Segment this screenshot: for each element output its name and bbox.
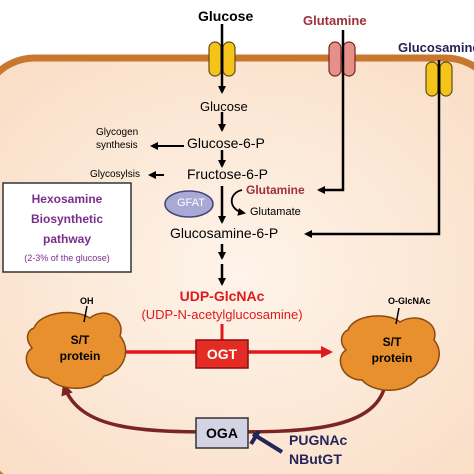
- hbp-title-line1: Hexosamine: [31, 192, 103, 206]
- oh-bond: [83, 305, 88, 323]
- gfat-enzyme: [164, 190, 214, 218]
- protein-right-shape: [339, 315, 440, 391]
- ogt-label: OGT: [206, 346, 238, 362]
- protein-left-mod: OH: [80, 296, 94, 306]
- glucose-transporter: [208, 41, 236, 77]
- glutamine-input-label: Glutamine: [303, 13, 367, 28]
- glucosamine-6p-label: Glucosamine-6-P: [170, 225, 279, 241]
- protein-left-line1: S/T: [70, 333, 90, 347]
- udp-glcnac-subtitle: (UDP-N-acetylglucosamine): [141, 307, 303, 322]
- glucosamine-input-label: Glucosamine: [398, 40, 474, 55]
- glutamine-uptake-arrow: [317, 30, 345, 194]
- glycogen-label-line1: Glycogen: [96, 127, 139, 138]
- oga-enzyme: [195, 417, 249, 449]
- protein-left-shape: [25, 311, 127, 389]
- protein-right-line2: protein: [371, 351, 413, 365]
- inhibition-bar: [249, 429, 261, 446]
- glutamine-glutamate-curve: [230, 189, 246, 216]
- hbp-title-line3: pathway: [42, 232, 91, 246]
- hbp-title-line2: Biosynthetic: [30, 212, 103, 226]
- gfat-label: GFAT: [177, 197, 205, 209]
- hbp-note: (2-3% of the glucose): [24, 253, 110, 263]
- glucosamine-uptake-arrow: [304, 60, 441, 238]
- glucosamine-transporter: [425, 61, 453, 97]
- protein-left-line2: protein: [59, 349, 101, 363]
- udp-glcnac-title: UDP-GlcNAc: [179, 288, 265, 304]
- oglcnac-bond: [395, 307, 400, 325]
- protein-right-mod: O-GlcNAc: [388, 296, 431, 306]
- glycogen-label-line2: synthesis: [96, 140, 138, 151]
- ogt-enzyme: [195, 339, 249, 369]
- oga-label: OGA: [206, 425, 238, 441]
- pugnac-label: PUGNAc: [289, 432, 348, 448]
- glutamine-inside-label: Glutamine: [246, 183, 305, 197]
- inhibition-line: [251, 432, 284, 454]
- fructose-6p-label: Fructose-6-P: [187, 166, 268, 182]
- protein-right-line1: S/T: [382, 335, 402, 349]
- hbp-box: [2, 182, 132, 273]
- glutamate-label: Glutamate: [250, 206, 301, 218]
- glucose-input-label: Glucose: [198, 8, 254, 24]
- glycolysis-label: Glycosylsis: [90, 169, 141, 180]
- nbutgt-label: NButGT: [289, 451, 342, 467]
- glucose-inside-label: Glucose: [200, 99, 248, 114]
- glucose-6p-label: Glucose-6-P: [187, 135, 265, 151]
